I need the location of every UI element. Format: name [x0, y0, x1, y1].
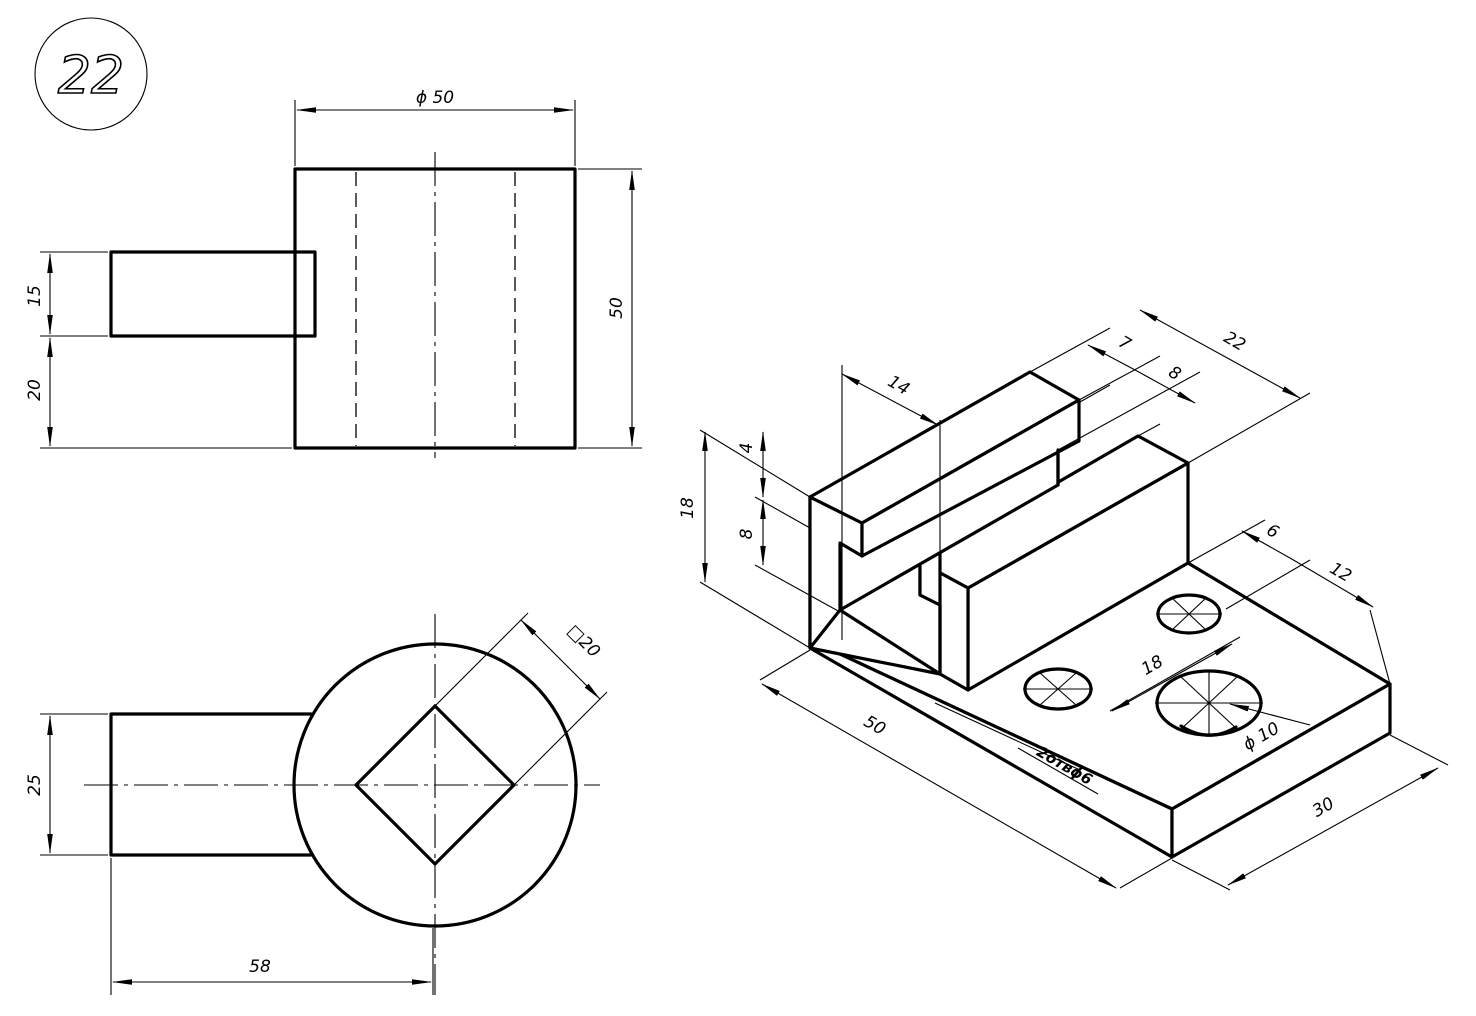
- dim-iso-4: 4: [737, 443, 757, 454]
- dim-iso-7: 7: [1115, 332, 1135, 355]
- dim-top-square: □20: [563, 621, 604, 662]
- dim-top-width: 25: [25, 774, 45, 796]
- front-view: ϕ 50 50 15 20: [25, 88, 642, 458]
- dim-iso-8-left: 8: [737, 528, 757, 539]
- dim-iso-50: 50: [860, 712, 889, 740]
- sheet-number: 22: [58, 46, 124, 106]
- isometric-view: 14 7 8 22 4 8 18 6 12 18 ϕ 10 50 30 2отв…: [678, 309, 1449, 891]
- dim-iso-14: 14: [884, 372, 913, 400]
- dim-iso-6: 6: [1263, 520, 1283, 543]
- dim-iso-12: 12: [1326, 559, 1355, 587]
- dim-iso-22: 22: [1220, 328, 1249, 356]
- top-view: □20 25 58: [25, 612, 608, 995]
- sheet-number-badge: 22: [34, 17, 148, 131]
- dim-front-height: 50: [607, 297, 627, 319]
- dim-front-diameter: ϕ 50: [416, 88, 454, 108]
- iso-bar-front-face: [860, 398, 1081, 558]
- dim-front-boss: 15: [25, 285, 45, 307]
- dim-front-offset: 20: [25, 379, 45, 401]
- dim-iso-30: 30: [1309, 794, 1338, 822]
- dim-top-length: 58: [249, 957, 271, 977]
- front-view-boss-outline: [109, 250, 317, 338]
- dim-iso-18-height: 18: [678, 497, 698, 519]
